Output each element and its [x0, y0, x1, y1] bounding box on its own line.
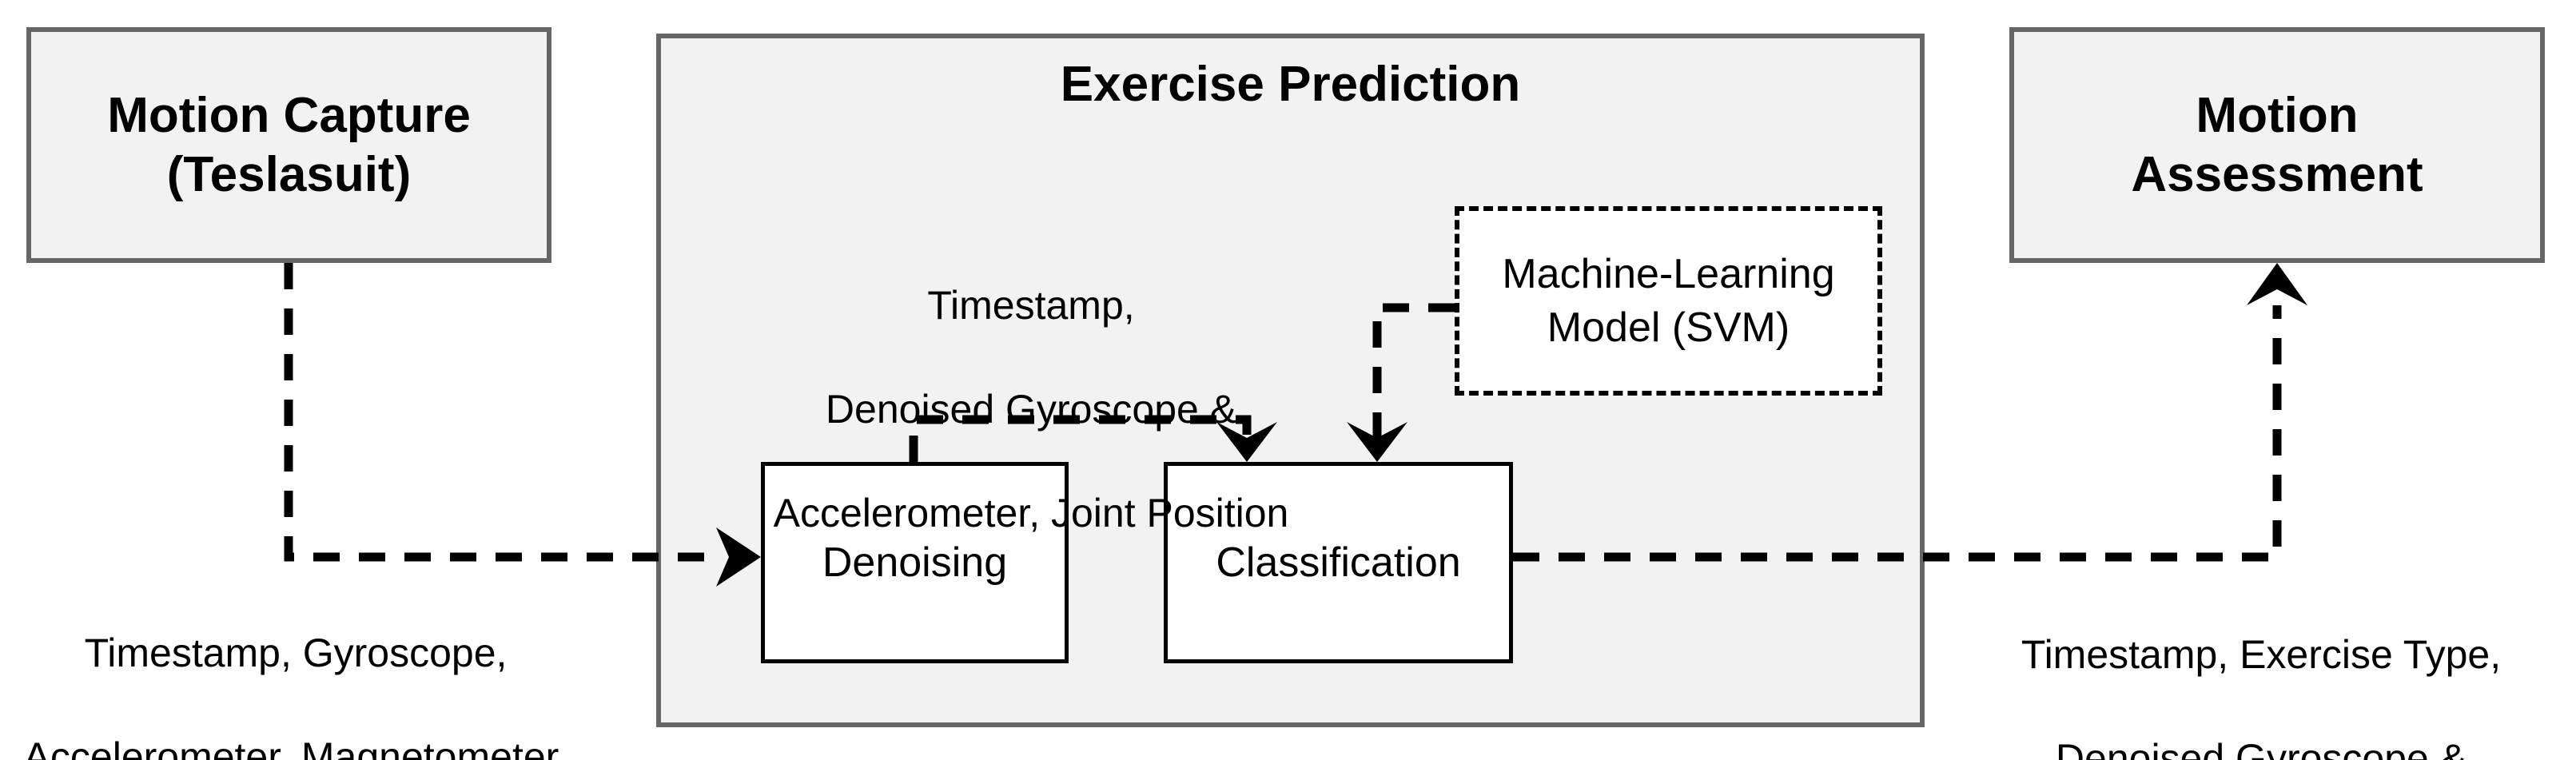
node-motion-capture-line2: (Teslasuit): [166, 146, 412, 202]
edge-label-capture-line1: Timestamp, Gyroscope,: [84, 631, 508, 675]
edge-label-denoise-line1: Timestamp,: [927, 283, 1135, 328]
edge-label-output-line1: Timestamp, Exercise Type,: [2021, 632, 2502, 677]
node-motion-assessment[interactable]: Motion Assessment: [2009, 27, 2545, 263]
arrowhead-up: [2247, 263, 2307, 305]
node-motion-assessment-line2: Assessment: [2131, 146, 2423, 202]
node-motion-capture-line1: Motion Capture: [107, 88, 471, 144]
edge-label-output-line2: Denoised Gyroscope &: [2055, 736, 2467, 760]
edge-label-capture-line2: Accelerometer, Magnetometer,: [23, 734, 568, 760]
node-motion-assessment-line1: Motion: [2196, 88, 2359, 144]
edge-label-classification-to-assessment: Timestamp, Exercise Type, Denoised Gyros…: [1946, 577, 2576, 760]
node-motion-capture[interactable]: Motion Capture (Teslasuit): [26, 27, 551, 263]
node-classification-label: Classification: [1216, 539, 1461, 586]
node-ml-model-line2: Model (SVM): [1547, 304, 1790, 351]
node-denoising[interactable]: Denoising: [761, 462, 1069, 663]
node-machine-learning-model-label: Machine-Learning Model (SVM): [1502, 248, 1834, 354]
edge-label-denoise-line3: Accelerometer, Joint Position: [773, 491, 1289, 535]
node-classification[interactable]: Classification: [1164, 462, 1513, 663]
edge-label-denoising-to-classification: Timestamp, Denoised Gyroscope & Accelero…: [719, 228, 1343, 591]
node-machine-learning-model[interactable]: Machine-Learning Model (SVM): [1455, 206, 1882, 396]
node-motion-assessment-label: Motion Assessment: [2131, 86, 2423, 203]
edge-label-denoise-line2: Denoised Gyroscope &: [825, 387, 1237, 432]
node-motion-capture-label: Motion Capture (Teslasuit): [107, 86, 471, 203]
edge-label-capture-to-denoising: Timestamp, Gyroscope, Accelerometer, Mag…: [16, 575, 575, 760]
panel-title-exercise-prediction: Exercise Prediction: [1060, 57, 1521, 112]
node-ml-model-line1: Machine-Learning: [1502, 250, 1835, 297]
node-denoising-label: Denoising: [822, 539, 1008, 586]
